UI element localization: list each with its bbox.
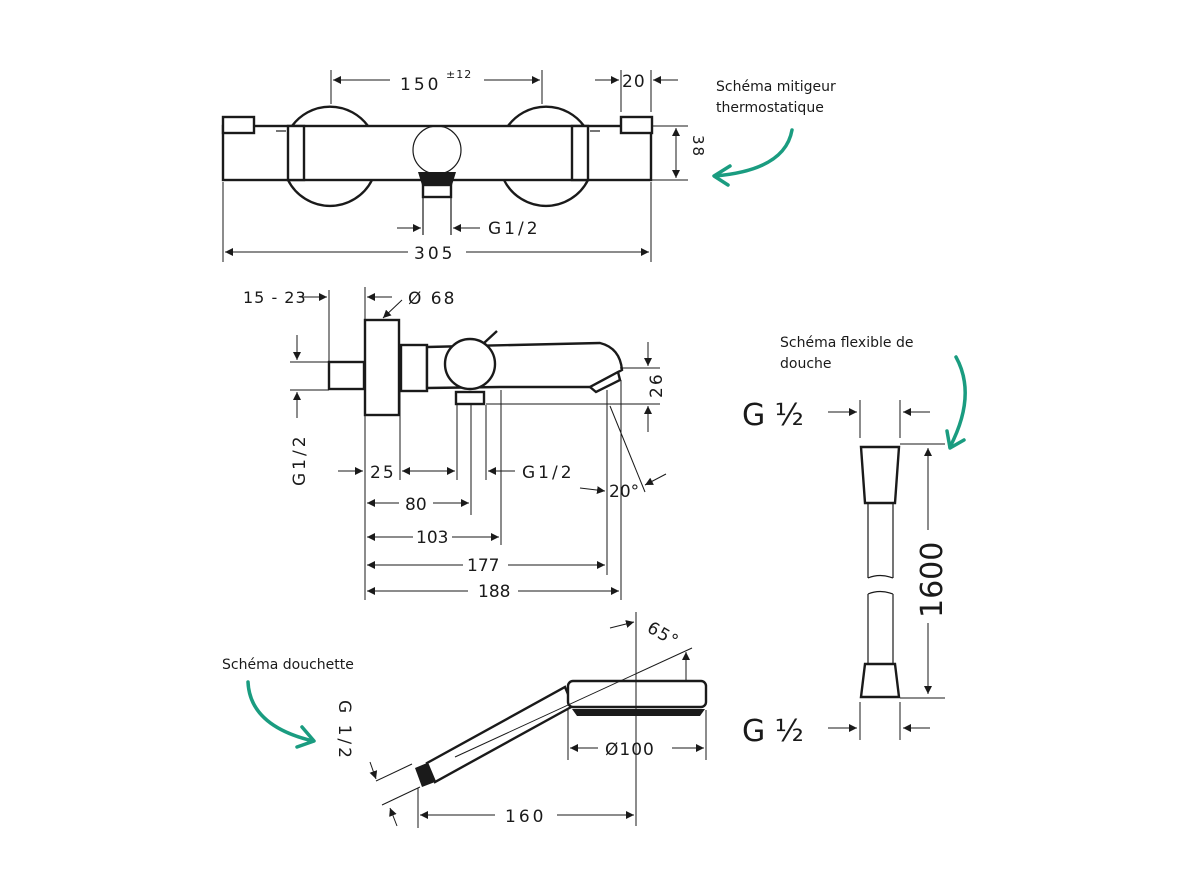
dim-25: 25 — [370, 463, 396, 483]
outlet-thread — [421, 183, 453, 199]
nut — [399, 343, 429, 393]
dim-spout-height: 26 — [647, 372, 667, 398]
handshower-annotation-arrow-icon — [246, 680, 315, 743]
dim-center-tolerance: ±12 — [446, 68, 472, 81]
dim-inlet-thread: G1/2 — [290, 433, 310, 486]
handshower-angle: 65° — [644, 618, 683, 652]
handshower-annotation: Schéma douchette — [222, 657, 354, 673]
dim-80: 80 — [405, 495, 427, 515]
head-diameter: Ø100 — [605, 740, 655, 760]
outlet-nut-side — [454, 390, 486, 406]
handshower-thread — [415, 763, 435, 787]
wall-connector — [327, 360, 366, 391]
handshower-head — [566, 679, 708, 709]
dim-wall-range: 15 - 23 — [243, 288, 307, 307]
handshower-length: 160 — [505, 807, 546, 827]
left-wall-disc — [291, 105, 369, 127]
right-collar — [570, 124, 590, 182]
shower-hose: G ½ G ½ 1600 — [742, 398, 950, 749]
hose-length: 1600 — [915, 542, 950, 618]
dim-total-width: 305 — [414, 244, 455, 264]
hose-thread-bottom: G ½ — [742, 714, 804, 749]
spout-aerator — [587, 370, 622, 394]
hose-thread-top: G ½ — [742, 398, 804, 433]
mixer-front-view: 150 ±12 20 38 G1/2 305 — [221, 68, 707, 264]
dim-cap-width: 20 — [622, 72, 646, 92]
dim-flange-diameter: Ø 68 — [408, 289, 456, 309]
spray-face — [572, 709, 705, 716]
left-collar — [286, 124, 306, 182]
dim-outlet-thread: G1/2 — [488, 219, 541, 239]
dim-center-distance: 150 — [400, 75, 441, 95]
right-wall-disc-bottom — [502, 179, 590, 208]
left-wall-disc-bottom — [286, 179, 374, 208]
mixer-side-view: 15 - 23 Ø 68 G1/2 25 G1/2 80 103 177 188… — [243, 287, 667, 602]
handshower: Ø100 160 65° G 1/2 — [334, 612, 708, 828]
handshower-handle — [425, 685, 575, 784]
right-wall-disc — [507, 105, 585, 127]
handshower-thread-size: G 1/2 — [334, 700, 354, 761]
dim-outlet-thread-side: G1/2 — [522, 463, 575, 483]
hose-bottom-fitting — [859, 662, 901, 699]
dim-spout-angle: 20° — [609, 482, 639, 502]
left-cap — [221, 115, 256, 135]
dim-103: 103 — [416, 528, 448, 548]
handle-lever — [483, 330, 498, 344]
mixer-annotation: Schéma mitigeur thermostatique — [716, 79, 836, 116]
dim-body-height: 38 — [689, 135, 707, 158]
flange — [363, 318, 401, 417]
outlet-nut — [418, 172, 456, 185]
hose-annotation: Schéma flexible de douche — [780, 335, 914, 372]
dim-188: 188 — [478, 582, 510, 602]
right-cap — [619, 115, 654, 135]
mixer-annotation-arrow-icon — [713, 128, 794, 178]
hose-top-fitting — [859, 445, 901, 505]
temp-handle — [443, 337, 497, 391]
hose-annotation-arrow-icon — [948, 355, 967, 449]
dim-177: 177 — [467, 556, 499, 576]
annotation-arrows — [246, 128, 967, 749]
